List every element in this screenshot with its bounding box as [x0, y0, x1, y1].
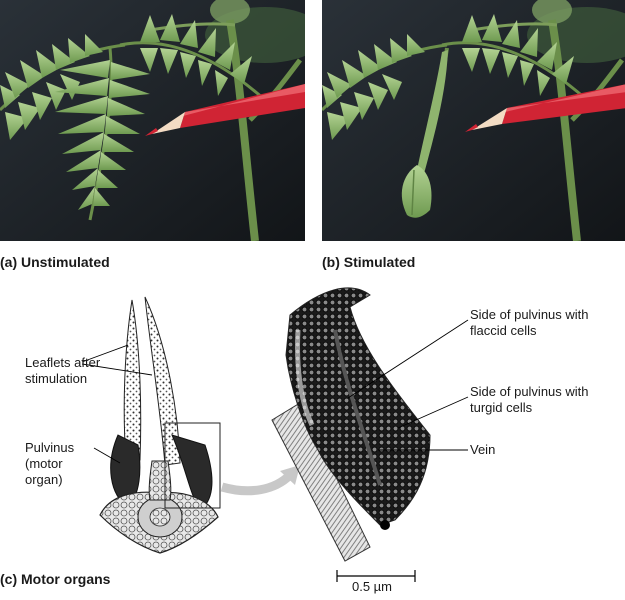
- leaflets-pointer-1: [81, 344, 129, 363]
- motor-organ-diagram: [81, 287, 469, 582]
- pencil-icon: [465, 84, 625, 132]
- label-turgid: Side of pulvinus with turgid cells: [470, 384, 589, 415]
- flaccid-pointer: [347, 319, 469, 399]
- panel-label-a: (a) Unstimulated: [0, 254, 110, 270]
- photo-unstimulated: [0, 0, 305, 241]
- photo-stimulated: [322, 0, 625, 241]
- zoom-box: [164, 422, 221, 509]
- pulvinus-pointer: [93, 447, 121, 464]
- label-vein: Vein: [470, 442, 496, 457]
- pencil-icon: [145, 84, 305, 136]
- scale-bar-label: 0.5 µm: [352, 579, 393, 594]
- stimulated-plant-image: [322, 0, 625, 241]
- label-leaflets: Leaflets after stimulation: [25, 355, 101, 386]
- leaflets-pointer-2: [81, 363, 153, 376]
- unstimulated-plant-image: [0, 0, 305, 241]
- turgid-pointer: [397, 396, 469, 429]
- label-flaccid: Side of pulvinus with flaccid cells: [470, 307, 589, 338]
- label-pulvinus: Pulvinus (motor organ): [25, 440, 75, 487]
- panel-label-b: (b) Stimulated: [322, 254, 416, 270]
- zoom-arrow-icon: [220, 471, 294, 496]
- pulvinus-micrograph: [271, 287, 431, 562]
- panel-label-c: (c) Motor organs: [0, 571, 111, 587]
- leaflets-drawing: [99, 296, 219, 554]
- scale-bar: [336, 570, 416, 582]
